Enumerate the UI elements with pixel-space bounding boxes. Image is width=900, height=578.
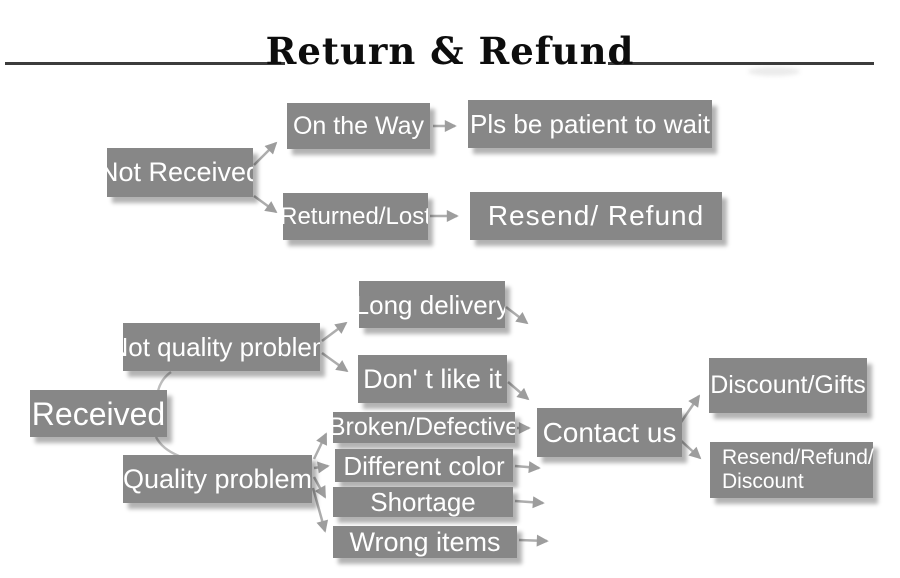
node-pls-be-patient: Pls be patient to wait	[468, 100, 712, 148]
node-not-received: Not Received	[107, 148, 253, 197]
arrow-not-quality-to-dont-like-it	[321, 351, 349, 373]
arrow-different-color-out	[514, 461, 541, 474]
arrow-shortage-out	[514, 496, 545, 509]
arrow-not-quality-to-long-delivery	[321, 321, 348, 342]
node-resend-refund-discount: Resend/Refund/ Discount	[710, 442, 874, 498]
node-dont-like-it: Don' t like it	[358, 355, 507, 403]
node-long-delivery: Long delivery	[359, 281, 505, 328]
node-quality-problem: Quality problem	[123, 455, 312, 503]
node-resend-refund: Resend/ Refund	[470, 192, 722, 240]
node-shortage: Shortage	[333, 487, 513, 517]
arrow-not-received-to-on-the-way	[253, 141, 278, 166]
arrow-wrong-items-out	[518, 534, 549, 547]
node-different-color: Different color	[335, 449, 513, 482]
node-received: Received	[30, 390, 167, 437]
arrow-long-delivery-out	[505, 306, 529, 325]
node-wrong-items: Wrong items	[333, 526, 517, 558]
arrow-quality-to-different-color	[313, 461, 330, 474]
node-broken-defective: Broken/Defective	[333, 412, 515, 443]
page-title: Return & Refund	[265, 29, 635, 73]
arrow-quality-to-shortage	[312, 476, 327, 499]
arrow-not-received-to-returned-lost	[253, 194, 278, 214]
title-rule-left	[5, 62, 285, 65]
node-contact-us: Contact us	[537, 408, 682, 457]
arrow-quality-to-wrong-items	[311, 487, 329, 533]
title-rule-right	[608, 62, 874, 65]
line-received-to-quality-problem	[154, 436, 180, 458]
node-discount-gifts: Discount/Gifts	[709, 358, 867, 413]
node-on-the-way: On the Way	[287, 103, 430, 149]
arrow-dont-like-it-to-contact-us	[507, 381, 530, 401]
node-returned-lost: Returned/Lost	[283, 193, 428, 240]
arrow-quality-to-broken-defective	[312, 432, 328, 460]
node-not-quality-problem: Not quality problem	[123, 323, 320, 371]
photo-artifact-smudge	[748, 67, 800, 76]
line-received-to-not-quality-problem	[156, 370, 172, 392]
